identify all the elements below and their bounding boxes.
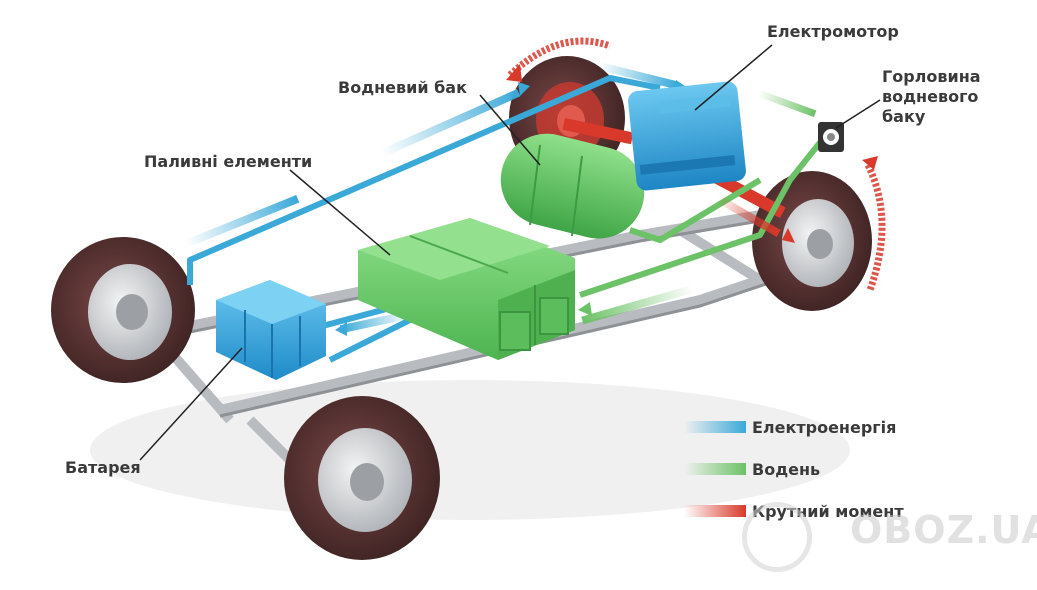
- flow-arrow-hydrogen: [578, 284, 694, 325]
- fuel-cells-label: Паливні елементи: [144, 152, 313, 171]
- battery-label: Батарея: [65, 458, 141, 477]
- watermark-logo-icon: [742, 502, 812, 572]
- drive-shafts: [562, 118, 786, 219]
- legend-label-hydrogen: Водень: [752, 459, 821, 479]
- rotation-arrow-front: [862, 156, 886, 292]
- flow-arrow-electric-top: [380, 82, 530, 158]
- hydrogen-tank-label: Водневий бак: [338, 78, 467, 97]
- wheel-rear-left: [51, 237, 195, 383]
- flow-arrow-hydrogen-top: [757, 90, 817, 118]
- wheel-front-left: [284, 396, 440, 560]
- legend-swatch-torque: [684, 505, 746, 517]
- legend-label-electricity: Електроенергія: [752, 417, 897, 437]
- legend-swatch-electricity: [684, 421, 746, 433]
- electric-motor: [628, 81, 746, 191]
- watermark-text: OBOZ.UA: [850, 508, 1037, 552]
- filler-neck-label-3: баку: [882, 107, 926, 126]
- battery-pack: [216, 280, 326, 380]
- legend-swatch-hydrogen: [684, 463, 746, 475]
- leader-lines: [139, 44, 881, 461]
- legend-item-hydrogen: Водень: [684, 459, 820, 479]
- legend-item-electricity: Електроенергія: [684, 417, 896, 437]
- filler-neck-label-1: Горловина: [882, 67, 981, 86]
- floor-shadow: [90, 380, 850, 520]
- rotation-arrow-rear: [506, 37, 612, 82]
- fuel-cell-stack: [358, 218, 575, 360]
- filler-neck-icon: [818, 122, 844, 152]
- wheel-front-right: [752, 171, 872, 311]
- chassis-frame-shade: [169, 219, 791, 418]
- electric-motor-label: Електромотор: [767, 22, 899, 41]
- flow-arrow-torque-front: [716, 195, 795, 243]
- flow-arrow-electric-down: [335, 310, 411, 336]
- filler-neck-label-2: водневого: [882, 87, 979, 106]
- flow-arrow-electric-left: [184, 195, 300, 248]
